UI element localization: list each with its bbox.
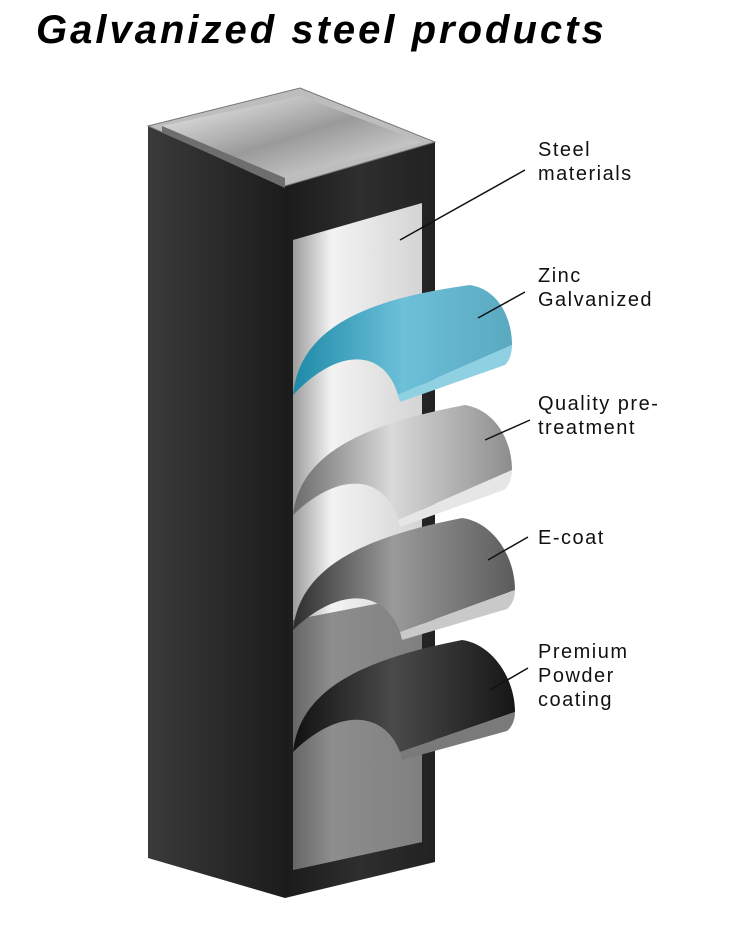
tube-opening — [162, 96, 422, 178]
leader-line-zinc — [477, 291, 526, 319]
label-quality-pretreatment: Quality pre- treatment — [538, 393, 660, 439]
label-steel-materials: Steel materials — [538, 139, 633, 185]
layer-zinc-curl — [293, 285, 512, 395]
tube-left-face — [148, 126, 285, 898]
label-zinc-galvanized: Zinc Galvanized — [538, 265, 654, 311]
tube-opening-inner-wall — [162, 126, 285, 188]
label-ecoat: E-coat — [538, 527, 605, 549]
layer-pretreatment-edge — [398, 470, 512, 527]
layer-ecoat-edge — [400, 590, 515, 640]
leader-line-steel — [399, 169, 526, 241]
layer-powder-curl — [293, 640, 515, 752]
label-premium-powder-coating: Premium Powder coating — [538, 641, 629, 711]
leader-line-ecoat — [487, 536, 529, 561]
page-title: Galvanized steel products — [36, 8, 607, 52]
layer-pretreatment-curl — [293, 405, 512, 520]
layer-zinc-edge — [398, 345, 512, 402]
layer-powder-edge — [400, 712, 515, 760]
layer-ecoat-curl — [293, 518, 515, 632]
leader-line-powder — [489, 667, 529, 691]
leader-line-pretreatment — [484, 419, 531, 441]
